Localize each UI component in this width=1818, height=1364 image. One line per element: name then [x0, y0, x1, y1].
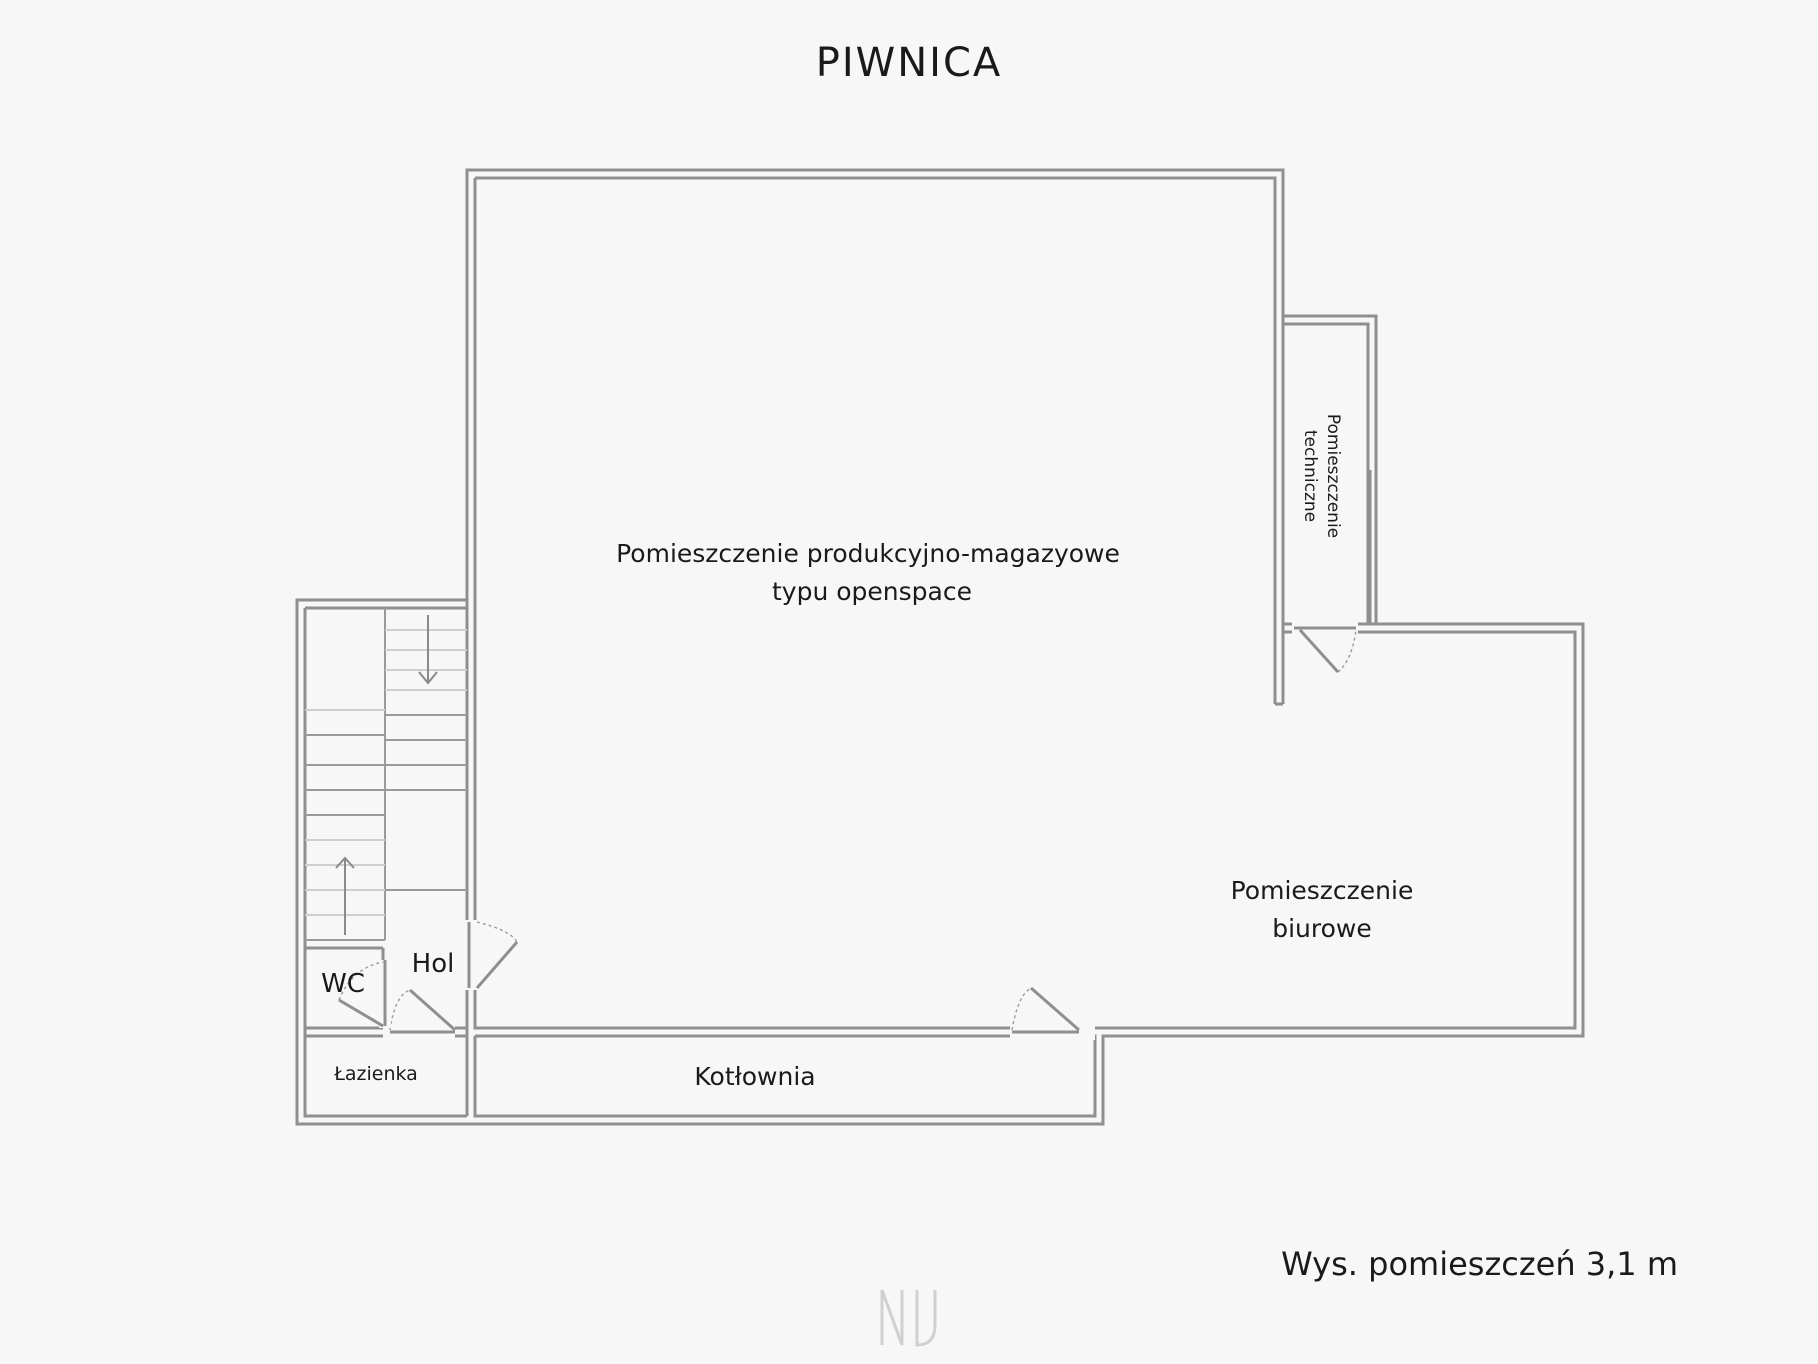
room-label-openspace: Pomieszczenie produkcyjno-magazyowe	[616, 539, 1120, 568]
room-label-wc: WC	[321, 969, 365, 999]
room-label-hall: Hol	[412, 949, 455, 979]
room-label-technical: Pomieszczenie	[1323, 414, 1343, 538]
room-label-office: Pomieszczenie	[1231, 876, 1414, 905]
room-label-bathroom: Łazienka	[333, 1063, 418, 1085]
watermark-logo	[880, 1289, 937, 1347]
room-label-office-line2: biurowe	[1272, 914, 1372, 943]
room-label-openspace-line2: typu openspace	[772, 577, 972, 606]
doors	[338, 620, 1358, 1040]
room-label-technical-line2: techniczne	[1300, 430, 1320, 522]
room-label-boiler: Kotłownia	[694, 1062, 815, 1091]
room-height-note: Wys. pomieszczeń 3,1 m	[1281, 1245, 1678, 1283]
staircase	[305, 608, 467, 941]
plan-title: PIWNICA	[816, 40, 1002, 86]
outer-walls	[295, 168, 1585, 1126]
